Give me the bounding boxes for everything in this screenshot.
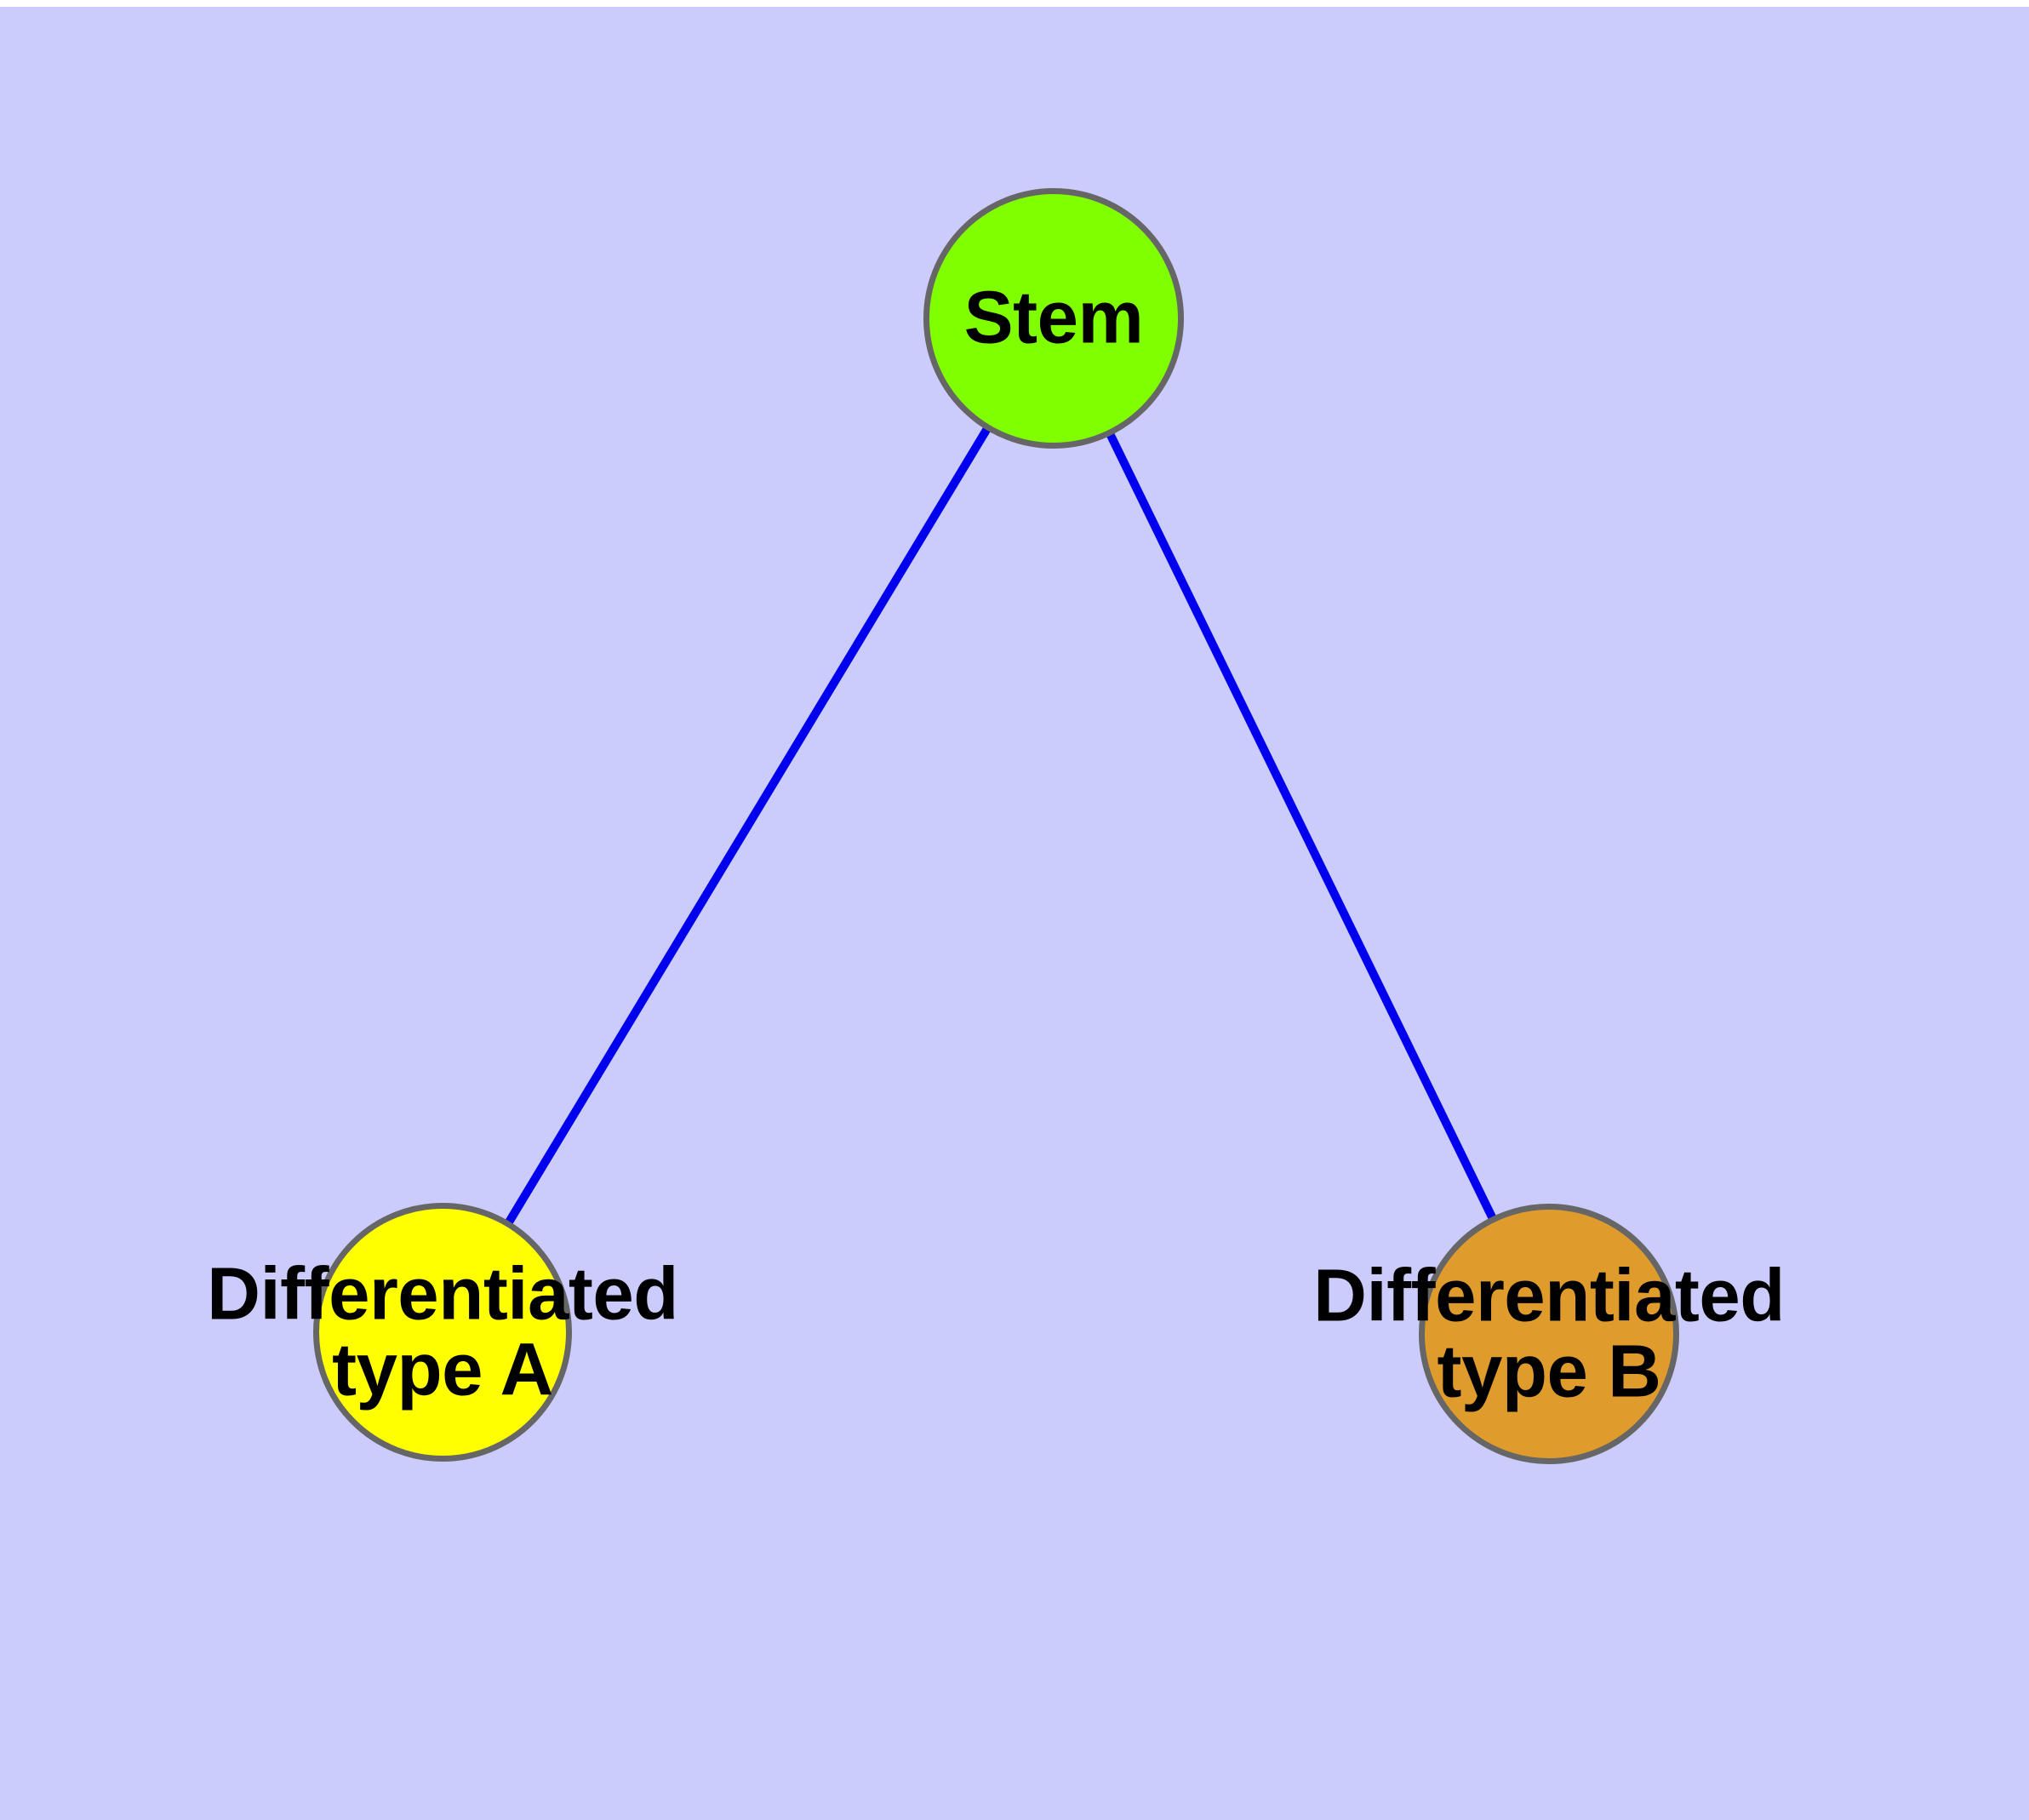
node-layer bbox=[313, 188, 1679, 1464]
edge-stem-to-type-b bbox=[1049, 316, 1553, 1336]
edge-stem-to-type-a bbox=[438, 316, 1058, 1335]
node-circle-type-b[interactable] bbox=[1419, 1204, 1679, 1464]
node-circle-type-a[interactable] bbox=[313, 1203, 572, 1462]
node-circle-stem[interactable] bbox=[923, 188, 1184, 449]
edge-layer bbox=[438, 316, 1553, 1336]
